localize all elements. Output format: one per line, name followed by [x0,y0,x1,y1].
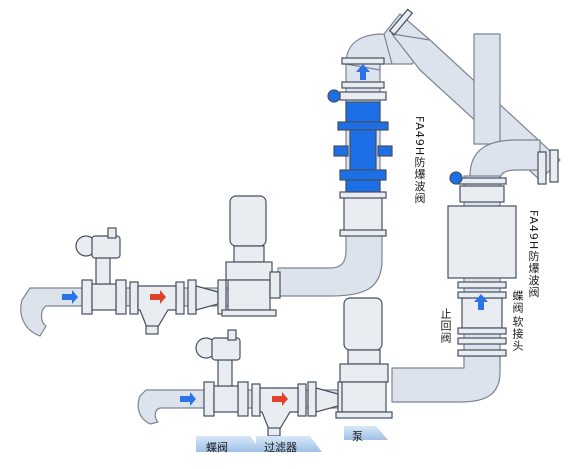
label-check-valve: 止回阀 [439,308,452,344]
upper-train [75,195,281,335]
lower-train [195,297,393,437]
flow-arrow-icon [356,64,370,80]
butterfly-valve-upper [75,227,127,315]
right-duct-pipe [473,33,501,145]
valve-handwheel-icon [327,89,341,103]
label-pump: 泵 [352,430,363,443]
explosion-proof-valve-upper [333,101,393,193]
flow-arrow-icon [474,294,488,310]
motor-icon [229,195,267,247]
label-butterfly-valve-bottom: 蝶阀 [206,441,228,454]
label-butterfly-valve-mid: 蝶阀 [511,290,524,314]
label-explosion-valve-lower: FA49H防爆波阀 [527,210,540,299]
soft-joint-upper [343,195,383,233]
flow-arrow-icon [180,392,196,406]
label-explosion-valve-upper: FA49H防爆波阀 [413,116,426,205]
pump-lower [335,297,393,419]
label-strainer: 过滤器 [264,441,297,454]
strainer-upper [129,281,185,335]
motor-icon [343,297,383,351]
pump-upper [221,195,281,317]
flow-arrow-icon [150,290,166,304]
label-soft-joint: 软接头 [511,316,524,352]
flow-arrows [62,64,488,406]
explosion-proof-valve-lower [447,205,517,279]
inlet-pipe-upper [20,287,93,337]
lower-discharge-elbow [391,355,501,403]
right-elbow-pipe [469,139,541,181]
inlet-pipe-lower [137,389,209,425]
left-riser-equipment [327,57,393,237]
flow-arrow-icon [62,290,78,304]
right-riser-equipment [388,8,559,357]
strainer-lower [251,383,307,437]
valve-handwheel-icon [449,171,463,185]
label-tabs [196,426,388,452]
butterfly-valve-lower [195,329,249,417]
flow-arrow-icon [272,392,288,406]
check-valve-upper [187,279,227,315]
upper-discharge-elbow [277,231,383,297]
check-valve-lower [307,381,347,417]
